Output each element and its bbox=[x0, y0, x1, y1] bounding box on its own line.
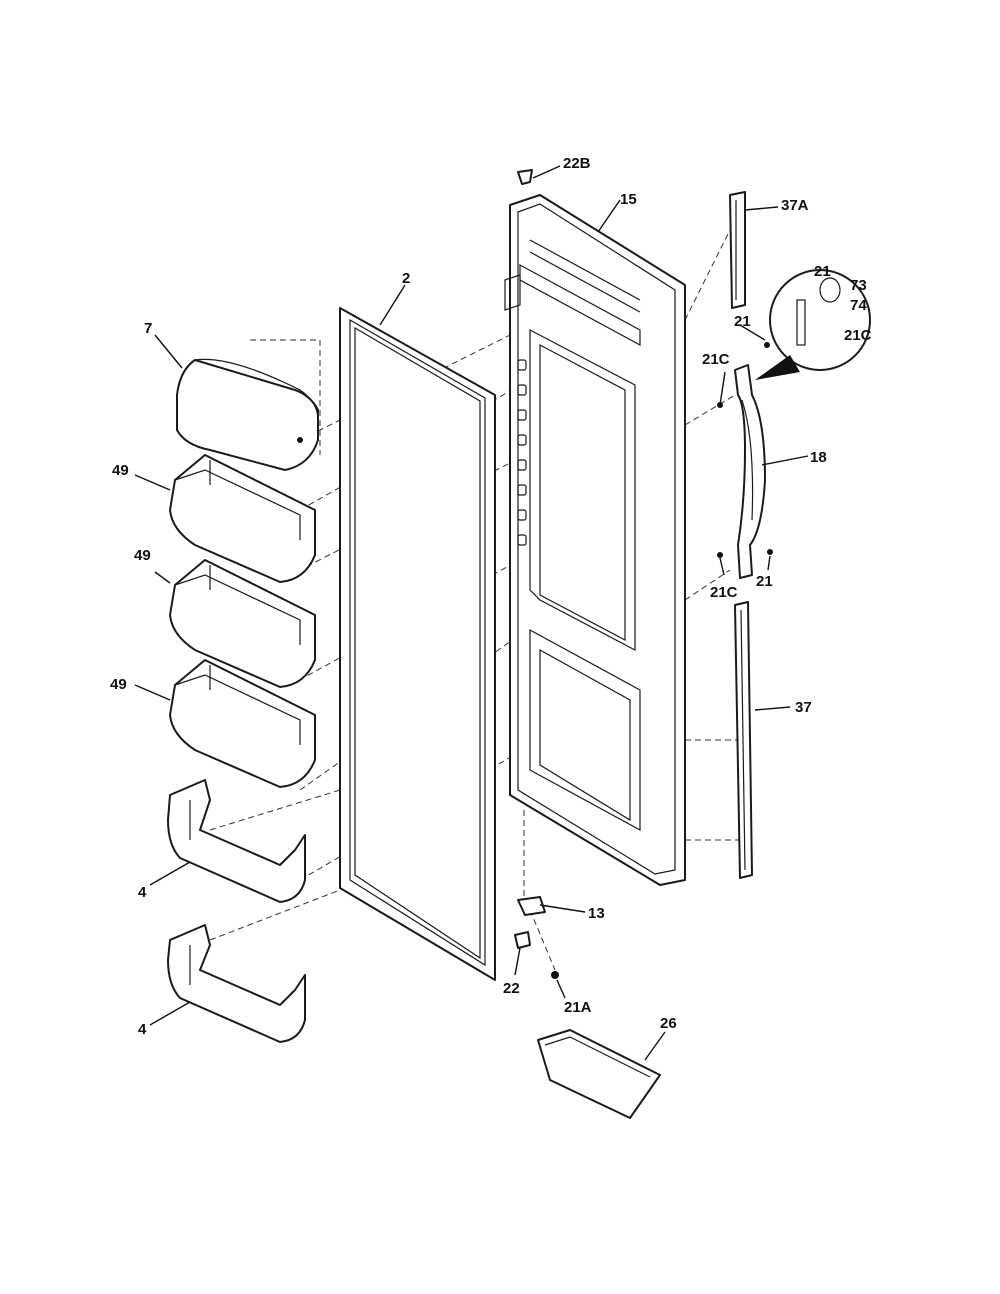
label-49-c: 49 bbox=[110, 676, 127, 693]
label-49-a: 49 bbox=[112, 462, 129, 479]
door-bin-49-b bbox=[169, 559, 316, 688]
handle-18 bbox=[734, 364, 766, 579]
hardware-parts bbox=[514, 169, 773, 979]
dairy-door-7 bbox=[176, 358, 319, 471]
label-37: 37 bbox=[795, 699, 812, 716]
detail-inset bbox=[755, 269, 871, 380]
label-21-inset: 21 bbox=[814, 263, 831, 280]
liner-vent-slots bbox=[517, 359, 527, 546]
label-26: 26 bbox=[660, 1015, 677, 1032]
label-21-top: 21 bbox=[734, 313, 751, 330]
callout-labels: 22B 15 37A 2 21 21 73 74 21C 7 21C 18 49… bbox=[110, 155, 872, 1038]
door-gasket-2 bbox=[339, 307, 496, 981]
label-4-b: 4 bbox=[138, 1021, 147, 1038]
leader-lines bbox=[134, 165, 809, 1061]
door-bin-49-a bbox=[169, 454, 316, 583]
label-4-a: 4 bbox=[138, 884, 147, 901]
label-21-lower: 21 bbox=[756, 573, 773, 590]
door-liner-15 bbox=[504, 194, 686, 886]
label-2: 2 bbox=[402, 270, 410, 287]
label-21C-lower: 21C bbox=[710, 584, 738, 601]
trim-37 bbox=[734, 601, 753, 879]
label-37A: 37A bbox=[781, 197, 809, 214]
label-15: 15 bbox=[620, 191, 637, 208]
label-22: 22 bbox=[503, 980, 520, 997]
label-18: 18 bbox=[810, 449, 827, 466]
label-22B: 22B bbox=[563, 155, 591, 172]
door-bin-49-c bbox=[169, 659, 316, 788]
trim-37A bbox=[729, 191, 746, 309]
door-shelf-4-a bbox=[167, 779, 306, 903]
label-21C-upper: 21C bbox=[702, 351, 730, 368]
label-73: 73 bbox=[850, 277, 867, 294]
label-49-b: 49 bbox=[134, 547, 151, 564]
door-shelf-4-b bbox=[167, 924, 306, 1043]
label-13: 13 bbox=[588, 905, 605, 922]
ice-bin-26 bbox=[537, 1029, 661, 1119]
label-21C-inset: 21C bbox=[844, 327, 872, 344]
label-7: 7 bbox=[144, 320, 152, 337]
label-74: 74 bbox=[850, 297, 867, 314]
label-21A: 21A bbox=[564, 999, 592, 1016]
